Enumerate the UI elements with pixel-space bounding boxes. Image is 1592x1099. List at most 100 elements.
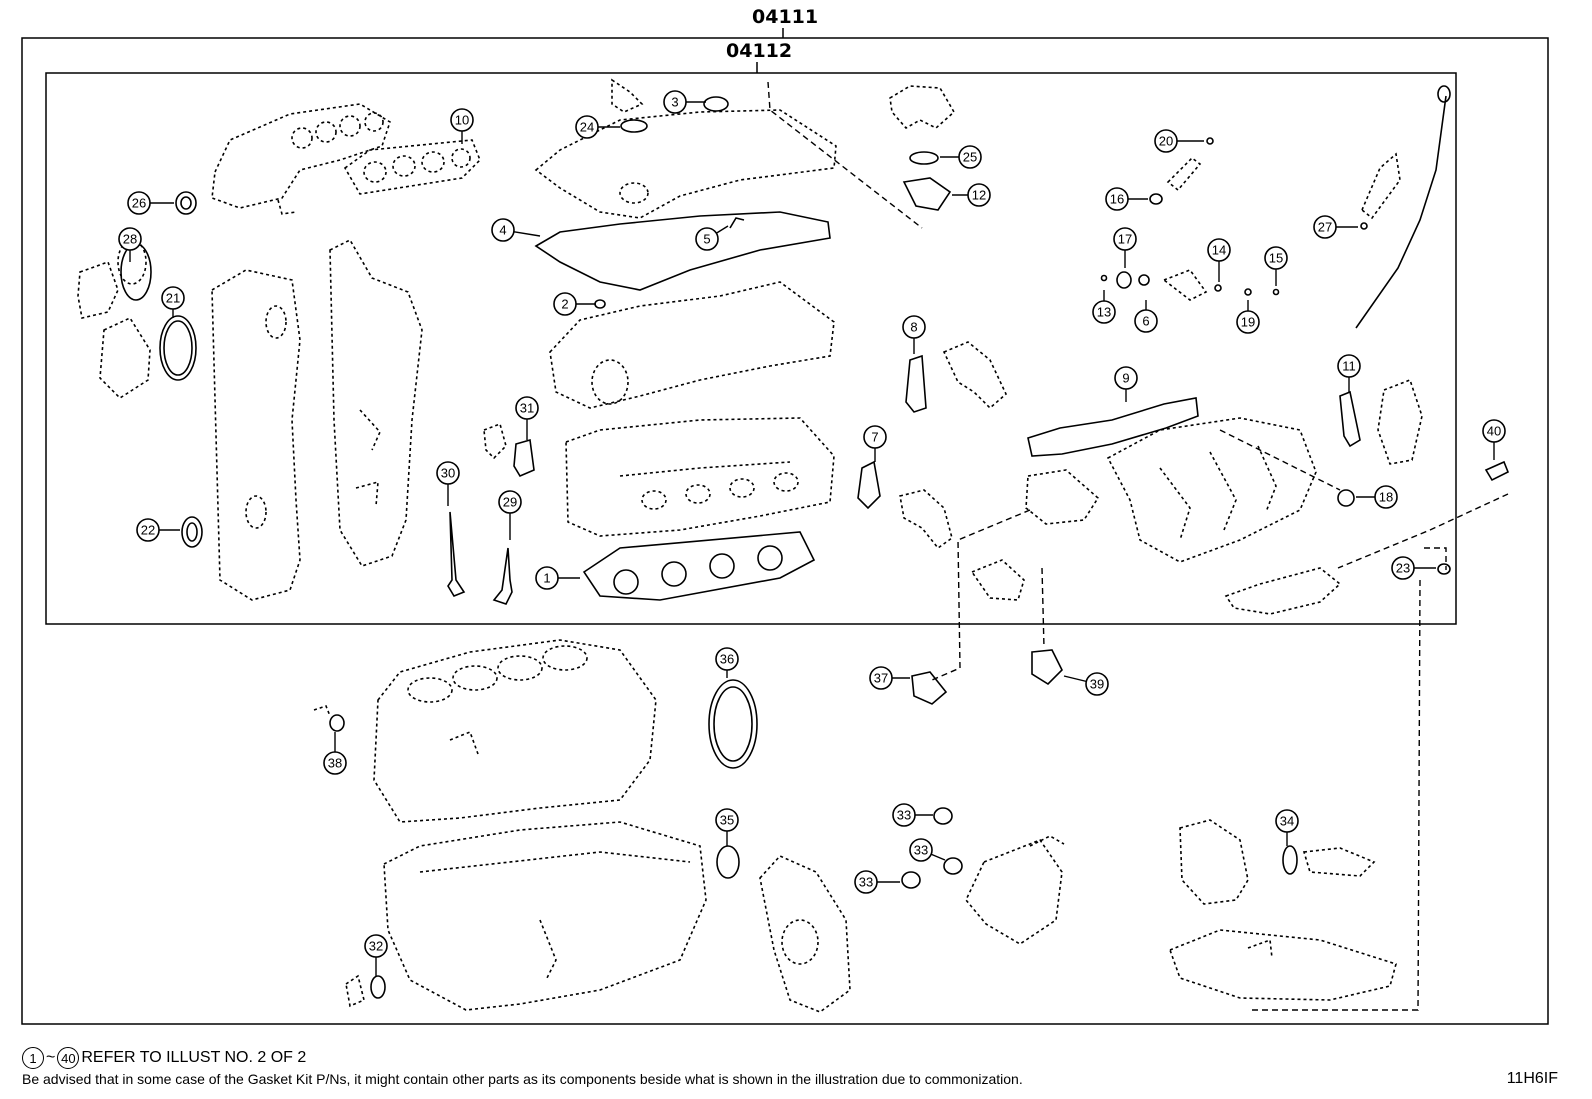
- callout-2: 2: [553, 292, 596, 316]
- callout-circle: [498, 490, 522, 514]
- callout-circle: [854, 870, 878, 894]
- callout-circle: [695, 227, 719, 251]
- callout-number: 2: [561, 297, 568, 312]
- oil-filter-bracket-sketch: [1179, 819, 1376, 905]
- callout-33-34: 33: [854, 870, 900, 894]
- callout-circle: [1391, 556, 1415, 580]
- callout-number: 10: [455, 113, 469, 128]
- callout-circle: [1113, 227, 1137, 251]
- callout-37: 37: [869, 666, 910, 690]
- range-tilde: ~: [46, 1049, 56, 1066]
- callout-circle: [553, 292, 577, 316]
- callout-number: 30: [441, 466, 455, 481]
- callout-number: 15: [1269, 251, 1283, 266]
- callout-38: 38: [323, 732, 347, 775]
- callout-15: 15: [1264, 246, 1288, 286]
- gasket-37: [911, 671, 948, 705]
- callout-circle: [1313, 215, 1337, 239]
- gasket-7: [857, 460, 881, 510]
- callout-circle: [1275, 809, 1299, 833]
- o-ring-32: [370, 975, 386, 999]
- timing-case-sketch: [329, 238, 423, 567]
- callout-36: 36: [715, 647, 739, 678]
- callout-circle: [323, 751, 347, 775]
- callout-number: 12: [972, 188, 986, 203]
- callout-number: 23: [1396, 561, 1410, 576]
- callout-33: 33: [892, 803, 933, 827]
- callout-number: 38: [328, 756, 342, 771]
- callout-number: 27: [1318, 220, 1332, 235]
- callout-number: 36: [720, 652, 734, 667]
- callout-number: 34: [1280, 814, 1294, 829]
- gasket-12: [902, 177, 952, 211]
- cylinder-head-gasket-1: [582, 531, 816, 601]
- oil-seal-36: [708, 679, 758, 769]
- gasket-31: [513, 438, 535, 478]
- cylinder-head-cover-sketch: [534, 78, 837, 219]
- callout-number: 31: [520, 401, 534, 416]
- callout-24: 24: [575, 115, 620, 139]
- callout-number: 4: [499, 223, 506, 238]
- callout-40: 40: [1482, 419, 1506, 460]
- callout-circle: [535, 566, 559, 590]
- callout-circle: [364, 934, 388, 958]
- callout-6: 6: [1134, 300, 1158, 333]
- callout-number: 8: [910, 320, 917, 335]
- callout-32: 32: [364, 934, 388, 976]
- oil-seal-22: [181, 516, 203, 548]
- intake-manifold-gasket-9: [1027, 397, 1199, 457]
- callout-number: 28: [123, 232, 137, 247]
- advisory-text: Be advised that in some case of the Gask…: [22, 1071, 1023, 1087]
- exhaust-manifold-gasket-sketch: [343, 139, 481, 195]
- kit-number-inner: 04112: [726, 40, 793, 62]
- callout-27: 27: [1313, 215, 1358, 239]
- callout-circle: [663, 90, 687, 114]
- callout-circle: [1482, 419, 1506, 443]
- callout-number: 20: [1159, 134, 1173, 149]
- timing-chain-cover-sketch: [211, 269, 301, 601]
- callout-circle: [892, 803, 916, 827]
- oil-pump-housing-sketch: [77, 239, 151, 400]
- outer-kit-frame: [21, 37, 1549, 1025]
- callout-number: 33: [897, 808, 911, 823]
- callout-16: 16: [1105, 187, 1148, 211]
- callout-19: 19: [1236, 300, 1260, 334]
- callout-3: 3: [663, 90, 706, 114]
- oil-filler-cap-3: [703, 96, 729, 112]
- oil-seal-26: [175, 191, 197, 215]
- callout-circle: [1134, 309, 1158, 333]
- o-ring-25: [909, 151, 939, 165]
- oil-pan-sketch: [1168, 929, 1397, 1001]
- o-ring-34: [1282, 845, 1298, 875]
- callout-circle: [958, 145, 982, 169]
- callout-8: 8: [902, 315, 926, 354]
- gasket-5: [729, 217, 745, 229]
- callout-number: 9: [1122, 371, 1129, 386]
- callout-18: 18: [1356, 485, 1398, 509]
- callout-5: 5: [695, 225, 729, 251]
- callout-number: 14: [1212, 243, 1226, 258]
- callout-circle: [515, 396, 539, 420]
- callout-circle: [909, 838, 933, 862]
- callout-circle: [1154, 129, 1178, 153]
- callout-34: 34: [1275, 809, 1299, 846]
- callout-circle: [575, 115, 599, 139]
- callout-number: 19: [1241, 315, 1255, 330]
- gasket-39: [1031, 649, 1063, 686]
- callout-10: 10: [450, 108, 474, 144]
- callout-35: 35: [715, 808, 739, 846]
- callout-circle: [869, 666, 893, 690]
- callout-circle: [967, 183, 991, 207]
- callout-circle: [136, 518, 160, 542]
- refer-text: REFER TO ILLUST NO. 2 OF 2: [81, 1049, 307, 1066]
- callout-circle: [1264, 246, 1288, 270]
- callout-17: 17: [1113, 227, 1137, 268]
- callout-number: 24: [580, 120, 594, 135]
- crankcase-sketch: [383, 821, 707, 1011]
- callout-9: 9: [1114, 366, 1138, 402]
- cylinder-block-sketch: [373, 639, 657, 823]
- callout-39: 39: [1063, 672, 1109, 696]
- exhaust-manifold-sketch: [211, 103, 391, 215]
- callout-number: 6: [1142, 314, 1149, 329]
